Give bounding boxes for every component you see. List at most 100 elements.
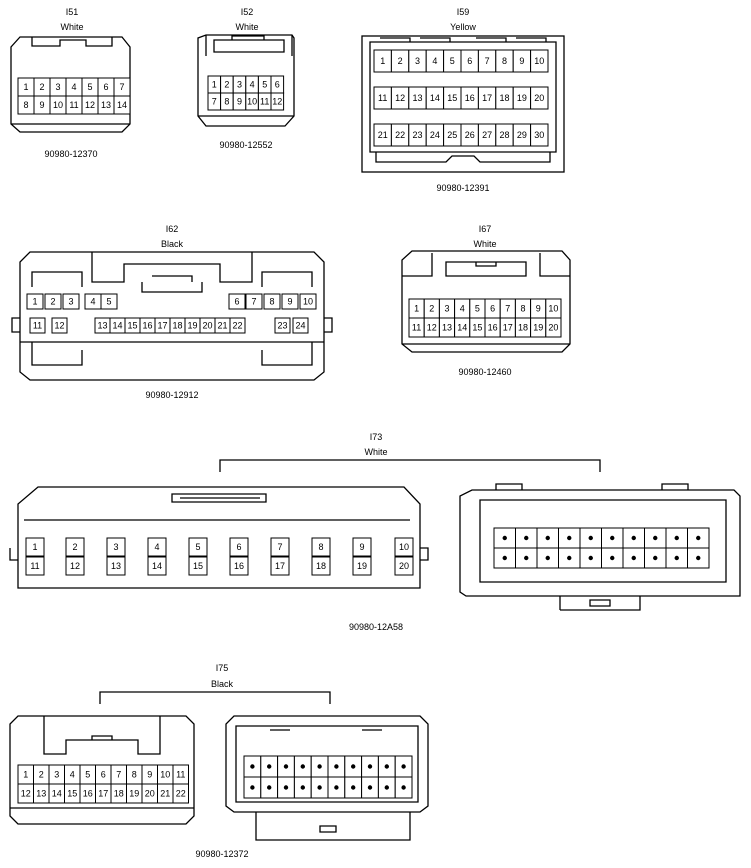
pin-label-i51-4: 4 xyxy=(71,82,76,92)
pin-label-i59-18: 18 xyxy=(499,93,509,103)
connector-i75-bracket xyxy=(99,691,331,704)
connector-i73-bracket xyxy=(219,459,601,472)
connector-i73-terminal-grid xyxy=(493,527,710,569)
pin-label-i51-6: 6 xyxy=(103,82,108,92)
connector-i73-part-number: 90980-12A58 xyxy=(349,622,403,632)
pin-cell-i73-12 xyxy=(65,556,85,576)
pin-label-i52-10: 10 xyxy=(247,97,257,107)
pin-label-i52-5: 5 xyxy=(262,80,267,90)
pin-cell-i62-22 xyxy=(229,317,246,334)
connector-i73-latch xyxy=(9,493,429,561)
pin-label-i52-9: 9 xyxy=(237,97,242,107)
connector-i59-id: I59 xyxy=(457,7,470,17)
pin-label-i67-13: 13 xyxy=(442,323,452,333)
pin-label-i52-11: 11 xyxy=(260,97,269,107)
pin-label-i62-21: 21 xyxy=(217,321,227,331)
pin-label-i67-6: 6 xyxy=(490,304,495,314)
pin-label-i75-19: 19 xyxy=(129,789,139,799)
terminal-dot xyxy=(674,555,679,561)
pin-cell-i51-14 xyxy=(113,95,131,115)
pin-cell-i73-13 xyxy=(106,556,126,576)
pin-label-i62-8: 8 xyxy=(269,297,274,307)
terminal-dot xyxy=(545,535,550,541)
connector-i59-color: Yellow xyxy=(450,22,476,32)
pin-label-i75-14: 14 xyxy=(52,789,62,799)
pin-label-i59-10: 10 xyxy=(534,56,544,66)
connector-i75-id: I75 xyxy=(216,663,229,673)
pin-label-i73-15: 15 xyxy=(193,561,203,571)
connector-i75-terminal-grid xyxy=(243,755,413,799)
pin-label-i67-19: 19 xyxy=(533,323,543,333)
pin-label-i75-11: 11 xyxy=(176,770,185,780)
terminal-dot xyxy=(653,555,658,561)
terminal-dot xyxy=(401,785,406,790)
pin-label-i59-22: 22 xyxy=(395,130,405,140)
terminal-dot xyxy=(588,535,593,541)
pin-label-i75-1: 1 xyxy=(23,770,28,780)
connector-i51-latch xyxy=(31,37,113,47)
pin-label-i67-5: 5 xyxy=(475,304,480,314)
connector-i51-id: I51 xyxy=(66,7,79,17)
terminal-dot xyxy=(524,555,529,561)
pin-label-i75-7: 7 xyxy=(116,770,121,780)
terminal-dot xyxy=(250,764,255,769)
connector-i73: I73 White 111212313414515616717818919102… xyxy=(9,432,741,632)
terminal-dot xyxy=(610,535,615,541)
pin-label-i51-2: 2 xyxy=(39,82,44,92)
connector-i62-side-ears xyxy=(11,271,333,333)
pin-cell-i62-24 xyxy=(292,317,309,334)
pin-label-i62-14: 14 xyxy=(112,321,122,331)
terminal-dot xyxy=(674,535,679,541)
pin-cell-i73-20 xyxy=(394,556,414,576)
connector-i62-color: Black xyxy=(161,239,184,249)
terminal-dot xyxy=(384,785,389,790)
pin-label-i75-15: 15 xyxy=(67,789,77,799)
connector-i73-id: I73 xyxy=(370,432,383,442)
pin-label-i51-14: 14 xyxy=(117,100,127,110)
pin-label-i51-12: 12 xyxy=(85,100,95,110)
pin-label-i62-6: 6 xyxy=(234,297,239,307)
pin-label-i73-10: 10 xyxy=(399,542,409,552)
pin-label-i52-7: 7 xyxy=(212,97,217,107)
terminal-dot xyxy=(653,535,658,541)
pin-label-i62-11: 11 xyxy=(33,321,42,331)
pin-cell-i73-11 xyxy=(25,556,45,576)
connector-i67-color: White xyxy=(473,239,496,249)
pin-label-i62-15: 15 xyxy=(127,321,137,331)
connector-i52-id: I52 xyxy=(241,7,254,17)
pin-cell-i73-7 xyxy=(270,537,290,557)
pin-label-i51-3: 3 xyxy=(55,82,60,92)
terminal-dot xyxy=(567,555,572,561)
pin-label-i59-2: 2 xyxy=(398,56,403,66)
pin-label-i75-12: 12 xyxy=(21,789,31,799)
connector-i62-id: I62 xyxy=(166,224,179,234)
terminal-dot xyxy=(567,535,572,541)
connector-i62-housing xyxy=(19,251,325,381)
pin-cell-i62-2 xyxy=(44,293,62,310)
pin-label-i73-2: 2 xyxy=(72,542,77,552)
connector-i59-part-number: 90980-12391 xyxy=(436,183,489,193)
pin-cell-i67-20 xyxy=(545,317,562,338)
terminal-dot xyxy=(283,764,289,769)
terminal-dot xyxy=(351,764,356,769)
pin-label-i62-19: 19 xyxy=(187,321,197,331)
pin-label-i59-4: 4 xyxy=(432,56,437,66)
connector-i75-color: Black xyxy=(211,679,234,689)
pin-label-i52-1: 1 xyxy=(212,80,217,90)
pin-label-i67-2: 2 xyxy=(429,304,434,314)
pin-label-i59-24: 24 xyxy=(430,130,440,140)
pin-label-i59-21: 21 xyxy=(378,130,388,140)
pin-label-i73-13: 13 xyxy=(111,561,121,571)
terminal-dot xyxy=(696,555,701,561)
pin-label-i62-2: 2 xyxy=(50,297,55,307)
pin-label-i75-5: 5 xyxy=(85,770,90,780)
pin-label-i73-17: 17 xyxy=(275,561,285,571)
pin-label-i67-18: 18 xyxy=(518,323,528,333)
